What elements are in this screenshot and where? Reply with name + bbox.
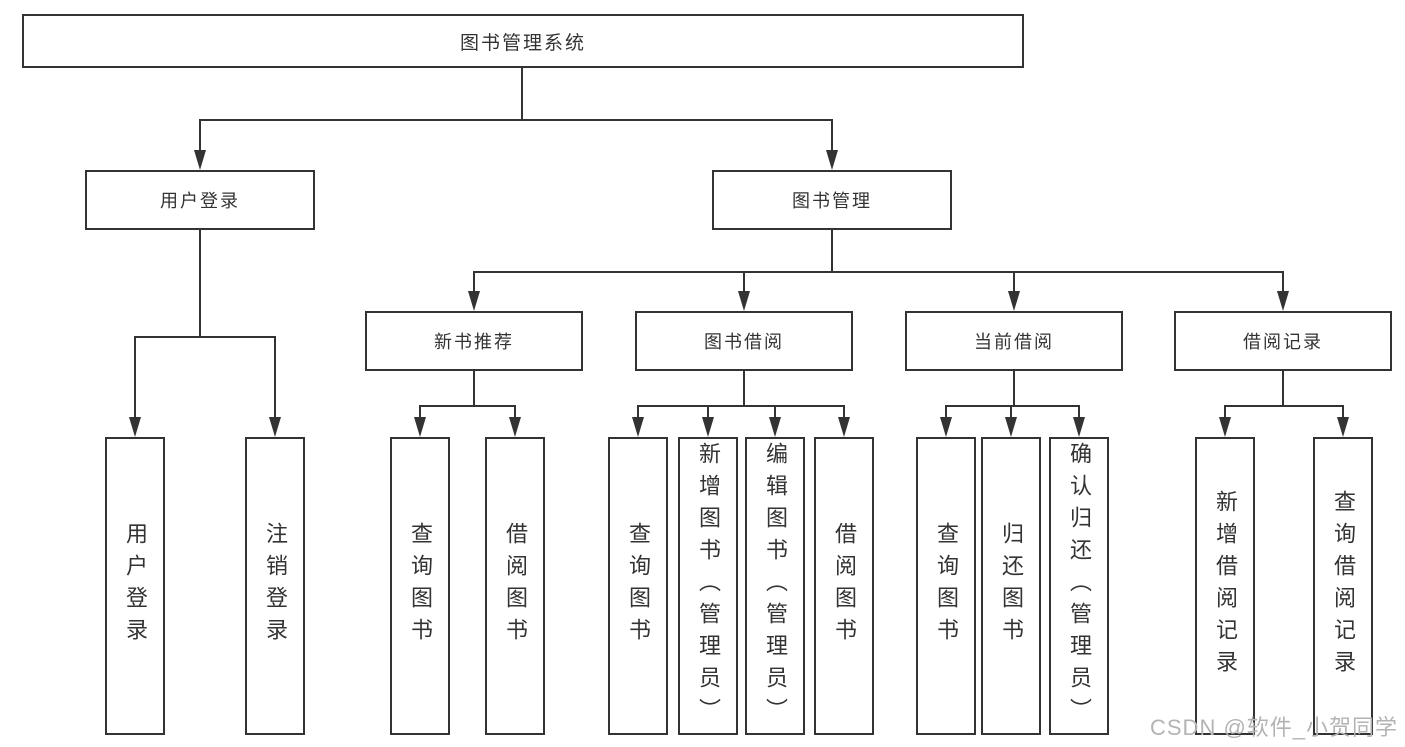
connector-vline xyxy=(473,371,475,405)
arrow-down-icon xyxy=(269,417,281,437)
arrow-down-icon xyxy=(940,417,952,437)
connector-vline xyxy=(521,68,523,119)
node-label: 用户登录 xyxy=(160,191,240,211)
connector-vline xyxy=(274,336,276,421)
node-label: 新书推荐 xyxy=(434,332,514,352)
node-label: 图书借阅 xyxy=(704,332,784,352)
node-borrowing-records: 借阅记录 xyxy=(1174,311,1392,371)
node-label: 查询图书 xyxy=(934,522,959,650)
connector-vline xyxy=(743,371,745,405)
node-book-management: 图书管理 xyxy=(712,170,952,230)
connector-vline xyxy=(945,405,947,421)
connector-hline xyxy=(473,271,1284,273)
node-label: 新增借阅记录 xyxy=(1213,490,1238,682)
leaf-query-books-current: 查询图书 xyxy=(916,437,976,735)
connector-vline xyxy=(473,271,475,295)
node-label: 图书管理 xyxy=(792,191,872,211)
node-label: 查询借阅记录 xyxy=(1331,490,1356,682)
connector-hline xyxy=(419,405,516,407)
node-label: 借阅图书 xyxy=(503,522,528,650)
leaf-edit-books-admin: 编辑图书（管理员） xyxy=(745,437,805,735)
arrow-down-icon xyxy=(826,150,838,170)
watermark: CSDN @软件_小贺同学 xyxy=(1150,715,1399,740)
arrow-down-icon xyxy=(1219,417,1231,437)
arrow-down-icon xyxy=(414,417,426,437)
connector-vline xyxy=(774,405,776,421)
connector-hline xyxy=(134,336,276,338)
arrow-down-icon xyxy=(1277,291,1289,311)
node-label: 图书管理系统 xyxy=(459,32,586,54)
leaf-query-books-borrowing: 查询图书 xyxy=(608,437,668,735)
arrow-down-icon xyxy=(838,417,850,437)
leaf-logout: 注销登录 xyxy=(245,437,305,735)
connector-vline xyxy=(1013,371,1015,405)
node-user-login: 用户登录 xyxy=(85,170,315,230)
connector-vline xyxy=(843,405,845,421)
node-current-borrowing: 当前借阅 xyxy=(905,311,1123,371)
arrow-down-icon xyxy=(702,417,714,437)
node-label: 查询图书 xyxy=(408,522,433,650)
node-label: 用户登录 xyxy=(123,522,148,650)
node-label: 确认归还（管理员） xyxy=(1067,442,1092,730)
connector-hline xyxy=(199,119,833,121)
node-new-book-recommendation: 新书推荐 xyxy=(365,311,583,371)
node-label: 借阅记录 xyxy=(1243,332,1323,352)
connector-vline xyxy=(1013,271,1015,295)
leaf-add-borrow-record: 新增借阅记录 xyxy=(1195,437,1255,735)
connector-vline xyxy=(743,271,745,295)
arrow-down-icon xyxy=(1008,291,1020,311)
arrow-down-icon xyxy=(1337,417,1349,437)
connector-vline xyxy=(1224,405,1226,421)
connector-vline xyxy=(514,405,516,421)
connector-vline xyxy=(1282,271,1284,295)
leaf-borrow-books-recommend: 借阅图书 xyxy=(485,437,545,735)
connector-vline xyxy=(637,405,639,421)
connector-vline xyxy=(199,230,201,336)
arrow-down-icon xyxy=(509,417,521,437)
connector-hline xyxy=(637,405,845,407)
leaf-return-books: 归还图书 xyxy=(981,437,1041,735)
leaf-query-borrow-record: 查询借阅记录 xyxy=(1313,437,1373,735)
leaf-borrow-books-borrowing: 借阅图书 xyxy=(814,437,874,735)
arrow-down-icon xyxy=(194,150,206,170)
node-label: 新增图书（管理员） xyxy=(696,442,721,730)
node-label: 借阅图书 xyxy=(832,522,857,650)
node-book-borrowing: 图书借阅 xyxy=(635,311,853,371)
node-library-management-system: 图书管理系统 xyxy=(22,14,1024,68)
connector-vline xyxy=(1078,405,1080,421)
connector-hline xyxy=(1224,405,1344,407)
connector-vline xyxy=(134,336,136,421)
arrow-down-icon xyxy=(769,417,781,437)
node-label: 归还图书 xyxy=(999,522,1024,650)
leaf-add-books-admin: 新增图书（管理员） xyxy=(678,437,738,735)
connector-vline xyxy=(831,230,833,271)
node-label: 注销登录 xyxy=(263,522,288,650)
arrow-down-icon xyxy=(129,417,141,437)
leaf-query-books-recommend: 查询图书 xyxy=(390,437,450,735)
arrow-down-icon xyxy=(738,291,750,311)
leaf-confirm-return-admin: 确认归还（管理员） xyxy=(1049,437,1109,735)
connector-vline xyxy=(707,405,709,421)
arrow-down-icon xyxy=(468,291,480,311)
connector-vline xyxy=(831,119,833,152)
arrow-down-icon xyxy=(632,417,644,437)
node-label: 查询图书 xyxy=(626,522,651,650)
connector-hline xyxy=(945,405,1080,407)
connector-vline xyxy=(199,119,201,152)
connector-vline xyxy=(1010,405,1012,421)
connector-vline xyxy=(419,405,421,421)
node-label: 编辑图书（管理员） xyxy=(763,442,788,730)
arrow-down-icon xyxy=(1005,417,1017,437)
connector-vline xyxy=(1342,405,1344,421)
leaf-user-login: 用户登录 xyxy=(105,437,165,735)
connector-vline xyxy=(1282,371,1284,405)
arrow-down-icon xyxy=(1073,417,1085,437)
node-label: 当前借阅 xyxy=(974,332,1054,352)
